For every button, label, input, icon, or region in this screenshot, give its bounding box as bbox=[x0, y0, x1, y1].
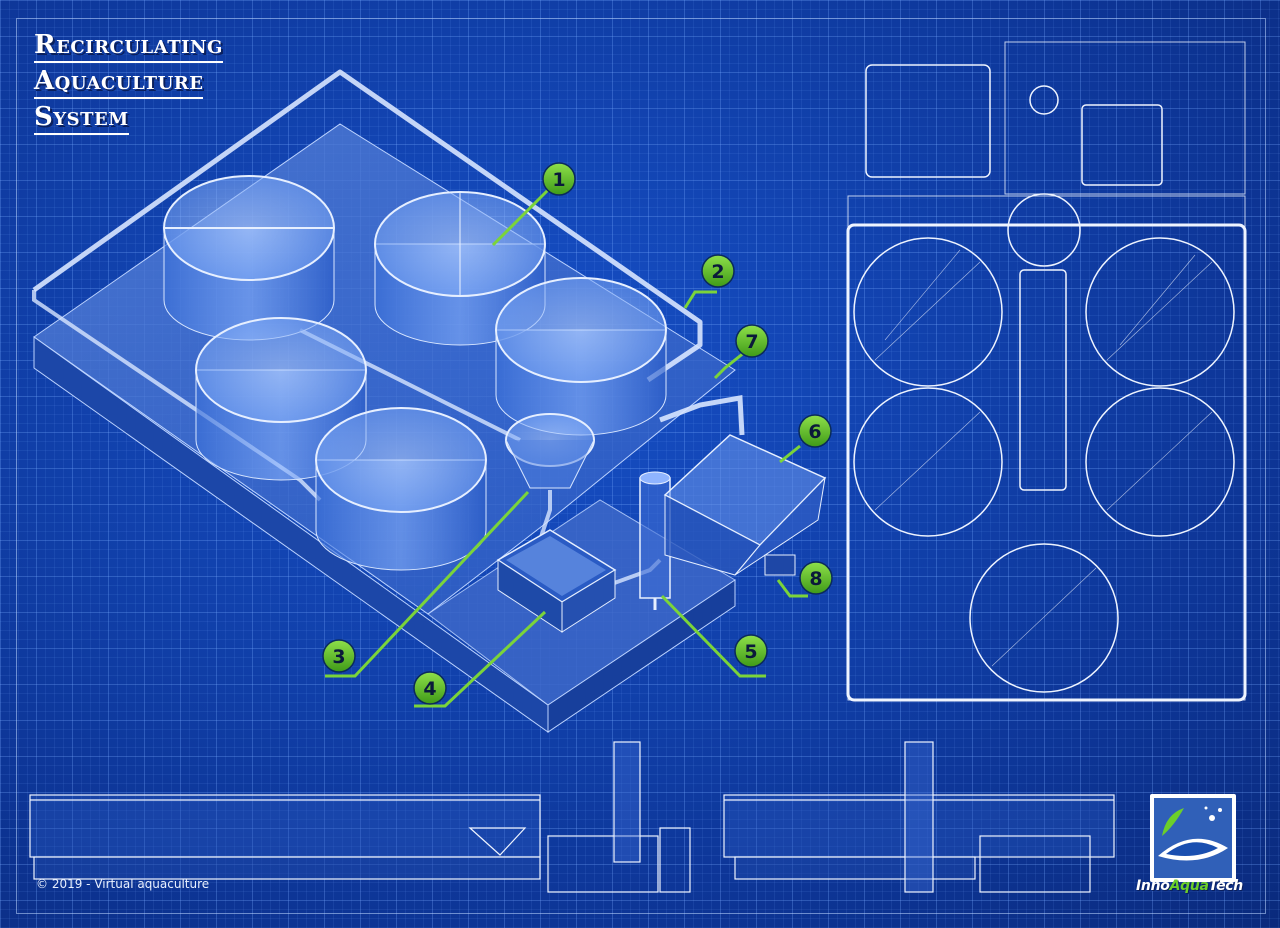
title-line-3: System bbox=[34, 102, 129, 135]
sump-tank bbox=[663, 434, 827, 576]
sump-slab-side bbox=[547, 579, 736, 733]
callout-badge-1: 1 bbox=[542, 162, 576, 196]
fish-tank-e bbox=[315, 407, 487, 571]
leader-4 bbox=[414, 610, 547, 708]
svg-text:4: 4 bbox=[423, 678, 436, 700]
drawing-frame bbox=[16, 18, 1266, 914]
plan-tank-4 bbox=[1085, 387, 1235, 537]
callout-badge-4: 4 bbox=[413, 671, 447, 705]
callout-badge-2: 2 bbox=[701, 254, 735, 288]
leader-2 bbox=[683, 290, 717, 309]
pipe-main-loop bbox=[32, 69, 703, 383]
pipe-return bbox=[32, 290, 322, 502]
copyright-text: © 2019 - Virtual aquaculture bbox=[36, 877, 210, 891]
svg-text:6: 6 bbox=[808, 421, 821, 443]
plan-tank-5 bbox=[969, 543, 1119, 693]
fish-tank-a bbox=[163, 175, 335, 341]
fish-logo-icon bbox=[1152, 796, 1234, 880]
settling-cone bbox=[505, 413, 595, 489]
svg-text:5: 5 bbox=[744, 641, 757, 663]
plan-view bbox=[846, 41, 1247, 702]
fish-tank-d bbox=[495, 277, 667, 436]
biofilter-box bbox=[496, 529, 617, 633]
leader-1 bbox=[491, 188, 550, 247]
side-elevation-left bbox=[29, 741, 691, 893]
callout-badge-6: 6 bbox=[798, 414, 832, 448]
innoaquatech-logo bbox=[1150, 794, 1236, 882]
svg-text:8: 8 bbox=[809, 568, 822, 590]
callout-badge-7: 7 bbox=[735, 324, 769, 358]
plan-tank-1 bbox=[853, 237, 1003, 387]
isometric-view bbox=[32, 69, 827, 733]
svg-text:3: 3 bbox=[332, 646, 345, 668]
callout-badge-5: 5 bbox=[734, 634, 768, 668]
title-line-2: Aquaculture bbox=[34, 66, 204, 99]
side-elevation-right bbox=[723, 741, 1115, 893]
pipe-7 bbox=[659, 395, 745, 436]
svg-text:1: 1 bbox=[552, 169, 565, 191]
callout-leaders bbox=[325, 188, 808, 708]
leader-6 bbox=[779, 444, 801, 464]
plan-tank-2 bbox=[1085, 237, 1235, 387]
callout-badge-8: 8 bbox=[799, 561, 833, 595]
leader-8 bbox=[776, 579, 808, 598]
pipe-to-biofilter bbox=[538, 490, 552, 541]
logo-word-tech: Tech bbox=[1208, 878, 1244, 894]
logo-word-aqua: Aqua bbox=[1169, 878, 1209, 894]
logo-wordmark: InnoAquaTech bbox=[1136, 878, 1243, 894]
callout-badge-3: 3 bbox=[322, 639, 356, 673]
title-line-1: Recirculating bbox=[34, 30, 223, 63]
pump bbox=[764, 554, 796, 576]
leader-3 bbox=[325, 490, 530, 678]
svg-text:7: 7 bbox=[745, 331, 758, 353]
logo-word-inno: Inno bbox=[1136, 878, 1170, 894]
plan-tank-3 bbox=[853, 387, 1003, 537]
leader-7 bbox=[713, 350, 746, 380]
leader-5 bbox=[660, 594, 766, 678]
svg-text:2: 2 bbox=[711, 261, 724, 283]
